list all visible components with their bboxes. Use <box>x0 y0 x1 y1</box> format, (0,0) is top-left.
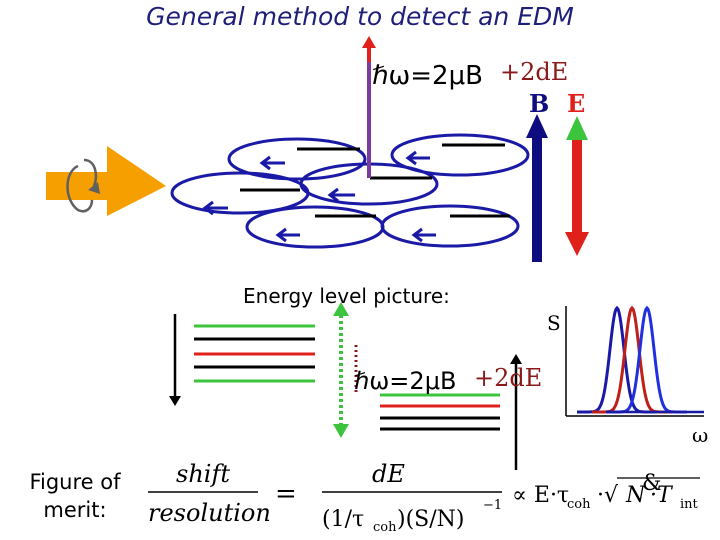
svg-text:+2dE: +2dE <box>474 364 542 392</box>
svg-text:shift: shift <box>176 460 230 488</box>
svg-text:resolution: resolution <box>148 499 271 527</box>
svg-text:=: = <box>275 479 297 509</box>
energy-levels-right <box>380 354 522 470</box>
svg-text:·√: ·√ <box>597 483 619 508</box>
figure-of-merit-line1: Figure of <box>29 470 121 494</box>
particle-ensemble <box>170 133 530 249</box>
energy-levels-left <box>169 314 315 406</box>
svg-text:coh: coh <box>373 520 397 535</box>
svg-text:dE: dE <box>372 460 405 488</box>
b-field-label: B <box>529 89 549 118</box>
title: General method to detect an EDM <box>146 2 574 31</box>
svg-text:−1: −1 <box>483 498 502 513</box>
svg-text:(1/τ: (1/τ <box>322 507 364 532</box>
spectrum-x-label: ω <box>692 423 708 447</box>
transition-arrows <box>333 302 358 438</box>
svg-text:int: int <box>680 497 699 512</box>
e-field-arrow <box>565 116 589 256</box>
b-field-arrow <box>526 114 548 262</box>
e-field-label: E <box>567 89 585 118</box>
svg-text:)(S/N): )(S/N) <box>397 507 464 532</box>
precession-formula-top: ℏω=2μB +2dE <box>372 58 568 91</box>
svg-text:N: N <box>625 483 646 508</box>
beam-arrow <box>46 146 166 216</box>
spectrum-plot: S ω <box>547 305 708 447</box>
svg-text:&: & <box>642 471 662 496</box>
figure-of-merit-equation: shift resolution = dE (1/τ coh )(S/N) −1… <box>148 460 700 535</box>
precession-formula-mid: ℏω=2μB +2dE <box>354 364 542 395</box>
spectrum-y-label: S <box>547 311 561 335</box>
svg-text:ℏω=2μB: ℏω=2μB <box>372 61 483 91</box>
particle <box>380 204 520 248</box>
figure-of-merit-line2: merit: <box>43 498 107 522</box>
particle <box>390 133 530 177</box>
svg-text:·T: ·T <box>650 483 674 508</box>
svg-text:ℏω=2μB: ℏω=2μB <box>354 367 456 395</box>
figure-of-merit-label: Figure of merit: <box>10 468 140 524</box>
particle <box>227 137 367 181</box>
svg-text:+2dE: +2dE <box>500 58 568 86</box>
svg-text:coh: coh <box>567 497 591 512</box>
energy-level-label: Energy level picture: <box>243 284 450 308</box>
svg-text:∝ E·τ: ∝ E·τ <box>512 483 569 508</box>
particle <box>245 205 385 249</box>
spin-axis-top <box>362 36 376 178</box>
